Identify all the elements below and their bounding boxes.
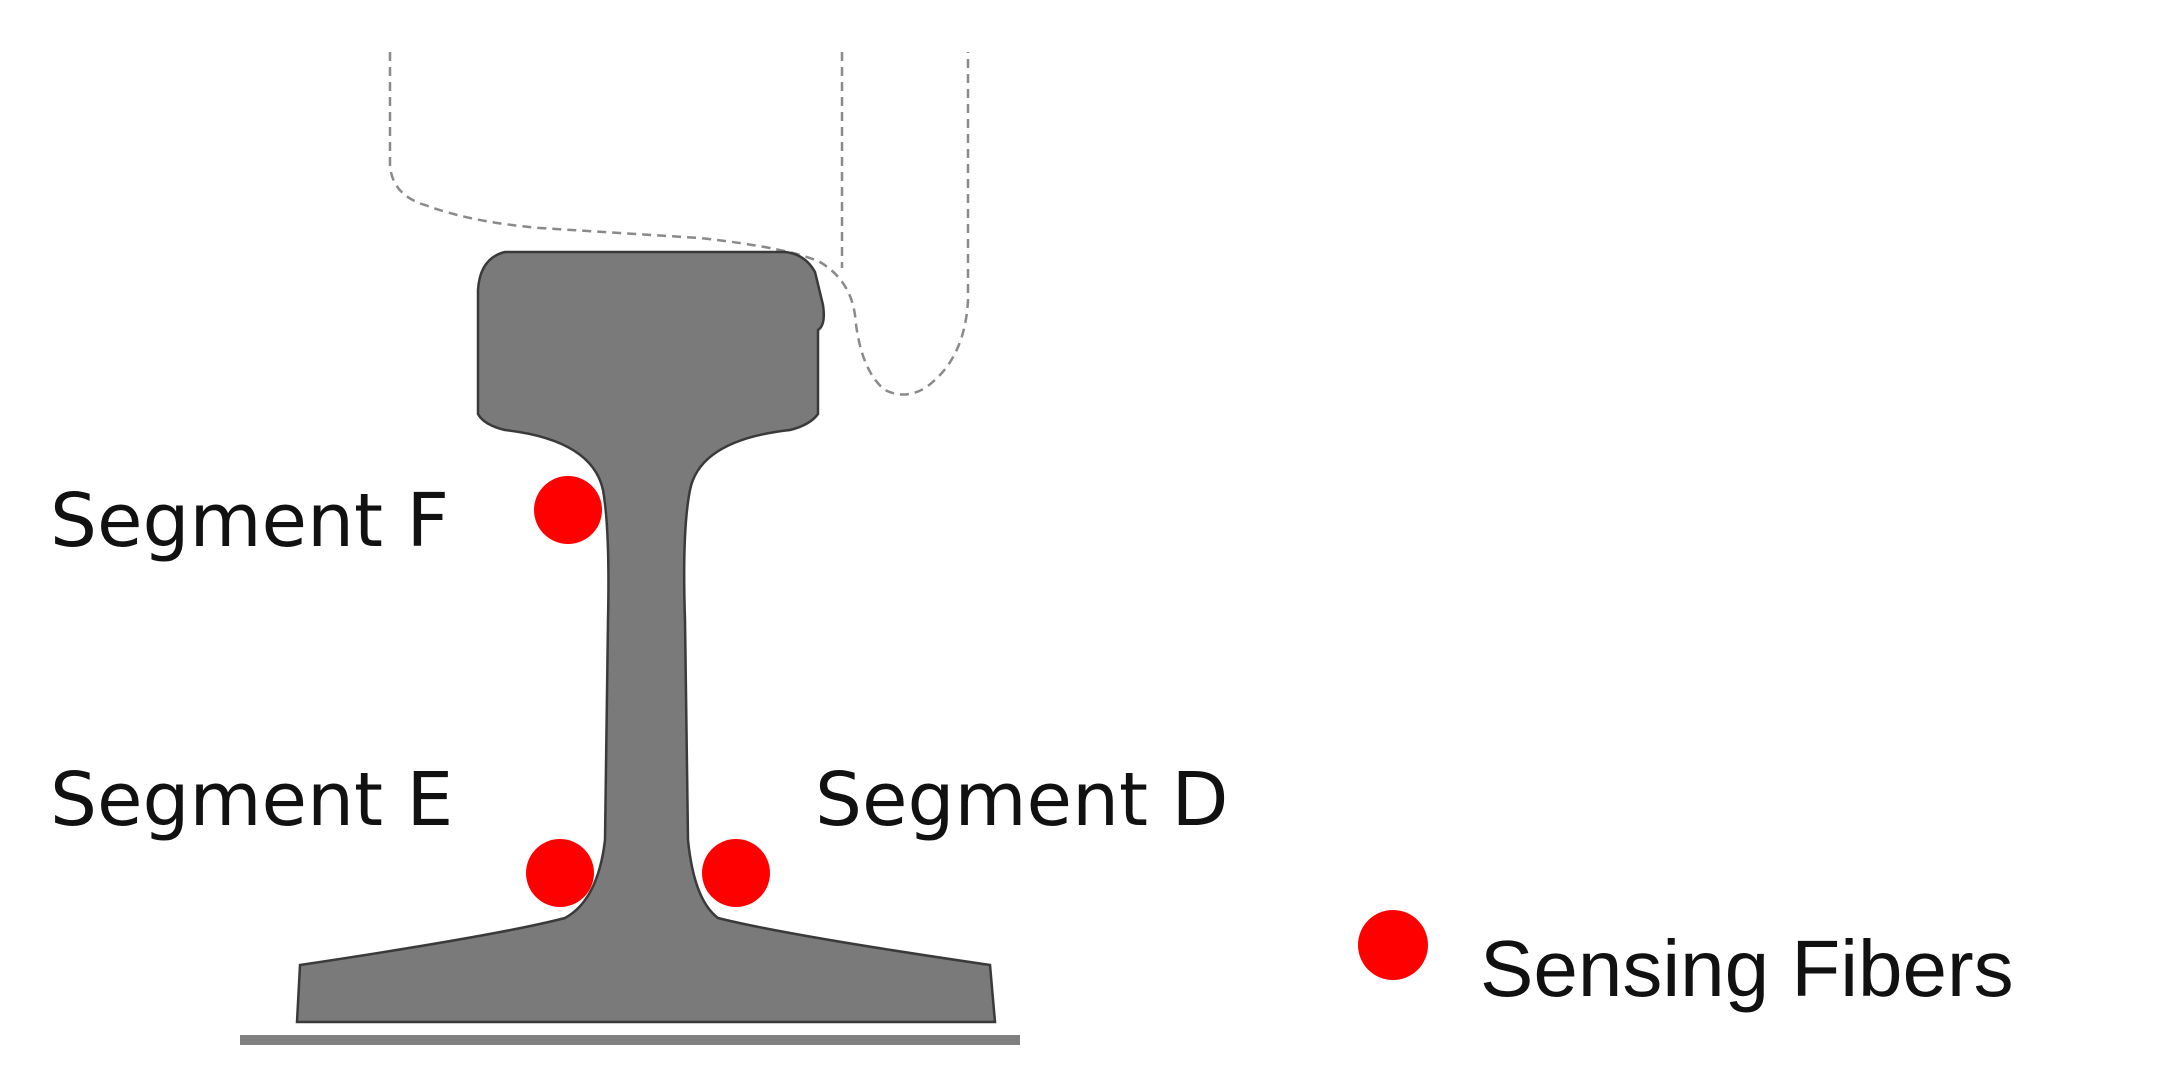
segment-f-label: Segment F [50,478,449,564]
legend-label: Sensing Fibers [1480,924,2014,1013]
legend-fiber-marker [1358,910,1428,980]
segment-e-label: Segment E [50,757,453,843]
wheel-flange-outline [388,52,970,396]
rail-profile [295,250,997,1024]
fiber-segment-f [534,476,602,544]
fiber-segment-e [526,839,594,907]
fiber-segment-d [702,839,770,907]
segment-d-label: Segment D [815,757,1229,843]
